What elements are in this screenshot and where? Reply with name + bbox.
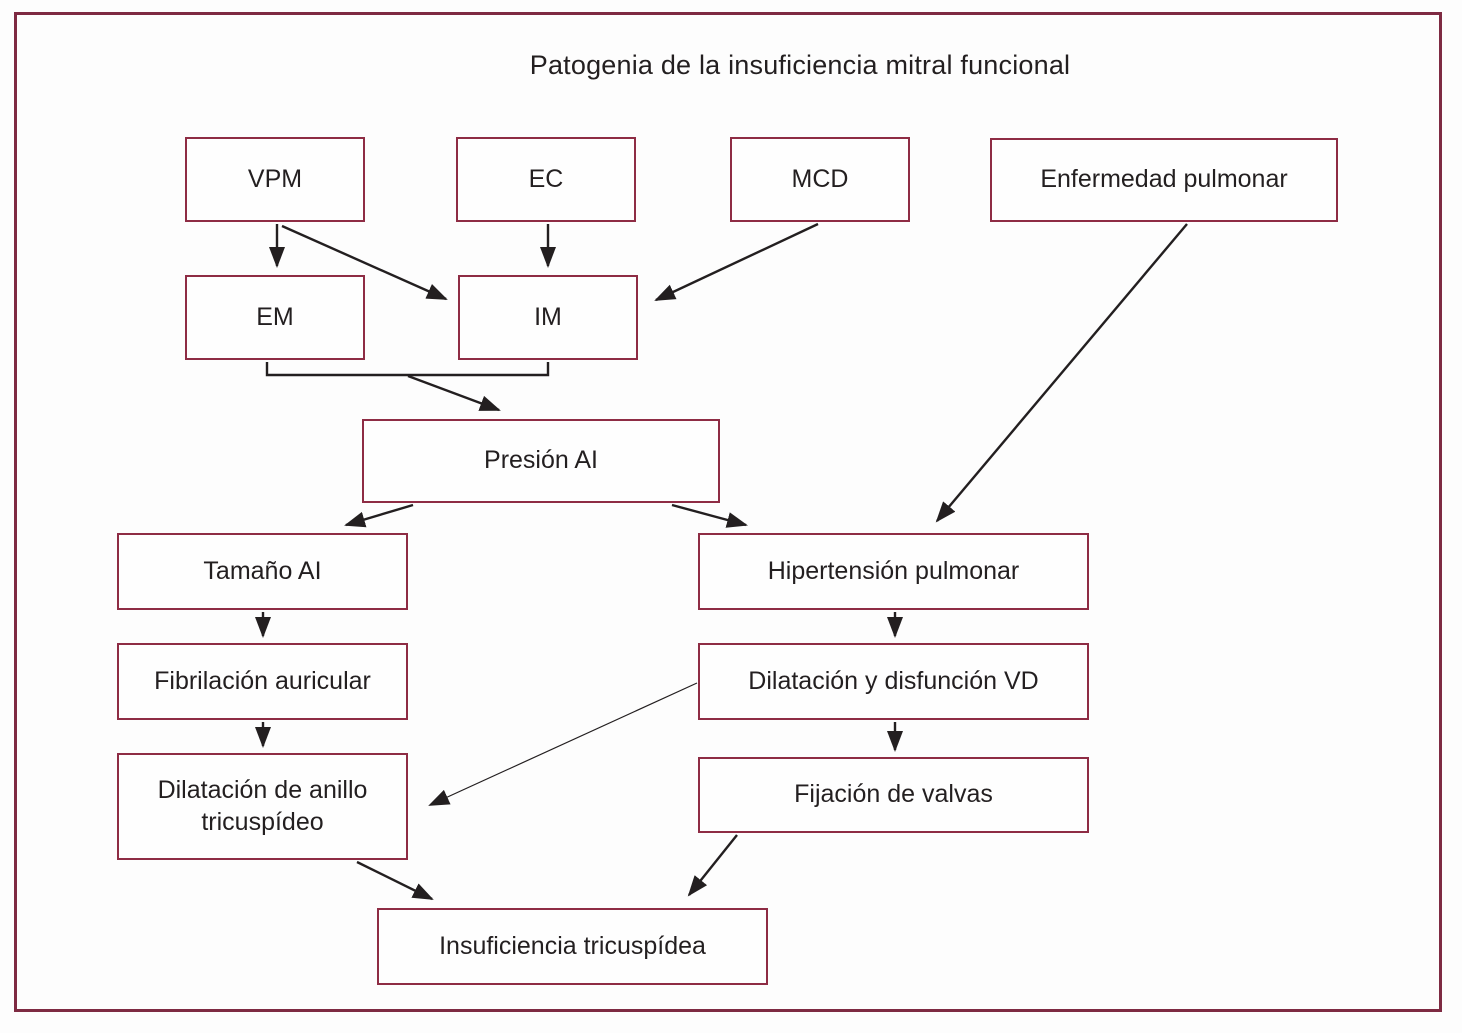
node-ec: EC: [456, 137, 636, 222]
node-tamano-ai: Tamaño AI: [117, 533, 408, 610]
node-enfermedad-pulmonar: Enfermedad pulmonar: [990, 138, 1338, 222]
node-presion-ai-label: Presión AI: [484, 446, 598, 475]
edge-vpm-im: [281, 224, 448, 301]
node-insuficiencia-tricuspidea: Insuficiencia tricuspídea: [377, 908, 768, 985]
node-fijacion-valvas: Fijación de valvas: [698, 757, 1089, 833]
node-hipertension-pulmonar: Hipertensión pulmonar: [698, 533, 1089, 610]
diagram-title: Patogenia de la insuficiencia mitral fun…: [529, 50, 1071, 80]
node-dilatacion-anillo-tricuspideo-label: Dilatación de anillo tricuspídeo: [157, 776, 368, 836]
edge-em-im-bracket: [265, 362, 550, 377]
diagram-frame: [14, 12, 1442, 1012]
node-presion-ai: Presión AI: [362, 419, 720, 503]
node-tamano-ai-label: Tamaño AI: [203, 556, 322, 585]
node-dilatacion-anillo-tricuspideo: Dilatación de anillo tricuspídeo: [117, 753, 408, 860]
edge-fijacion-insuficiencia: [687, 834, 738, 897]
node-insuficiencia-tricuspidea-label: Insuficiencia tricuspídea: [439, 931, 706, 960]
node-fibrilacion-auricular-label: Fibrilación auricular: [154, 666, 371, 695]
node-em-label: EM: [256, 302, 294, 331]
node-enfermedad-pulmonar-label: Enfermedad pulmonar: [1040, 165, 1288, 194]
node-vpm-label: VPM: [247, 164, 303, 193]
node-mcd: MCD: [730, 137, 910, 222]
node-fibrilacion-auricular: Fibrilación auricular: [117, 643, 408, 720]
edge-presion-hipertension: [671, 503, 748, 528]
node-dilatacion-disfuncion-vd: Dilatación y disfunción VD: [698, 643, 1089, 720]
edge-emim-presion: [407, 374, 501, 412]
node-im-label: IM: [534, 302, 562, 331]
edge-anillo-insuficiencia: [356, 860, 434, 901]
node-em: EM: [185, 275, 365, 360]
node-mcd-label: MCD: [791, 164, 849, 193]
node-ec-label: EC: [528, 164, 564, 193]
node-vpm: VPM: [185, 137, 365, 222]
node-dilatacion-disfuncion-vd-label: Dilatación y disfunción VD: [748, 666, 1039, 695]
edge-enfermedad-hipertension: [935, 223, 1188, 523]
edge-mcd-im: [654, 222, 819, 302]
edge-vd-anillo: [428, 682, 698, 806]
edge-presion-tamano: [344, 503, 414, 528]
node-im: IM: [458, 275, 638, 360]
node-fijacion-valvas-label: Fijación de valvas: [794, 780, 993, 809]
node-hipertension-pulmonar-label: Hipertensión pulmonar: [767, 556, 1020, 585]
